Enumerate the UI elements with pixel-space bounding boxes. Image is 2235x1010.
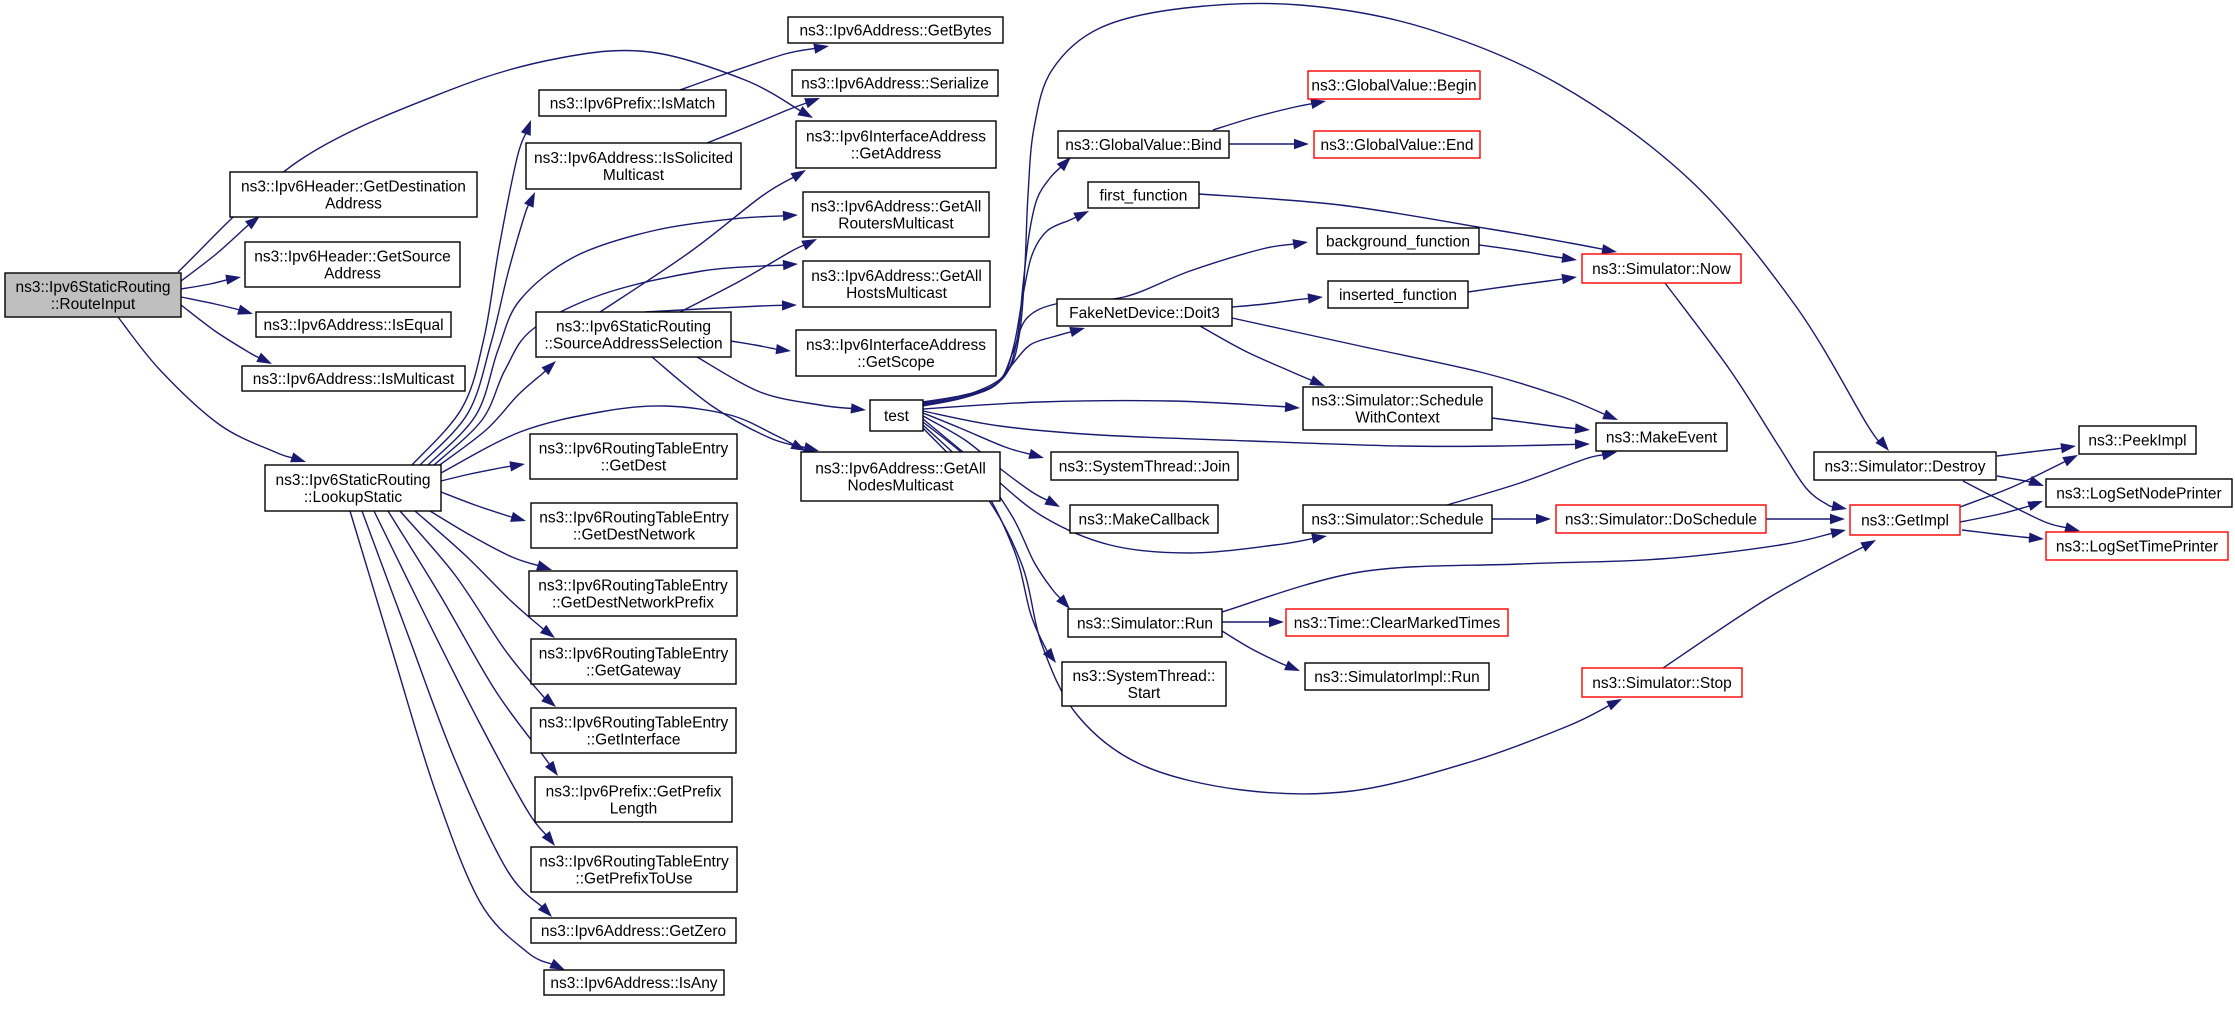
svg-text:ns3::Ipv6Prefix::IsMatch: ns3::Ipv6Prefix::IsMatch [550, 95, 715, 112]
svg-text:::LookupStatic: ::LookupStatic [304, 489, 402, 506]
svg-text:::GetScope: ::GetScope [857, 354, 935, 371]
svg-text:ns3::Ipv6Address::GetZero: ns3::Ipv6Address::GetZero [541, 923, 726, 940]
svg-text:::RouteInput: ::RouteInput [51, 296, 136, 313]
svg-text:ns3::Ipv6Header::GetSource: ns3::Ipv6Header::GetSource [254, 248, 450, 265]
svg-text:Address: Address [324, 265, 381, 282]
svg-text:ns3::Simulator::DoSchedule: ns3::Simulator::DoSchedule [1565, 511, 1757, 528]
svg-text:ns3::Ipv6RoutingTableEntry: ns3::Ipv6RoutingTableEntry [539, 509, 729, 526]
svg-text:ns3::Ipv6Address::IsAny: ns3::Ipv6Address::IsAny [550, 975, 717, 992]
svg-text:Length: Length [610, 800, 657, 817]
svg-text:ns3::PeekImpl: ns3::PeekImpl [2088, 432, 2186, 449]
svg-text:ns3::Ipv6RoutingTableEntry: ns3::Ipv6RoutingTableEntry [539, 645, 729, 662]
svg-text:ns3::Ipv6StaticRouting: ns3::Ipv6StaticRouting [556, 318, 711, 335]
svg-text:ns3::Ipv6RoutingTableEntry: ns3::Ipv6RoutingTableEntry [539, 440, 729, 457]
svg-text:ns3::Ipv6Prefix::GetPrefix: ns3::Ipv6Prefix::GetPrefix [546, 783, 722, 800]
svg-text:::SourceAddressSelection: ::SourceAddressSelection [544, 335, 722, 352]
svg-text:ns3::Simulator::Stop: ns3::Simulator::Stop [1592, 675, 1732, 692]
svg-text:RoutersMulticast: RoutersMulticast [838, 215, 954, 232]
svg-text:ns3::Time::ClearMarkedTimes: ns3::Time::ClearMarkedTimes [1294, 615, 1501, 632]
svg-text:::GetGateway: ::GetGateway [586, 662, 681, 679]
svg-text:ns3::Ipv6InterfaceAddress: ns3::Ipv6InterfaceAddress [806, 128, 986, 145]
svg-text:ns3::Simulator::Schedule: ns3::Simulator::Schedule [1311, 392, 1483, 409]
svg-text:::GetDestNetworkPrefix: ::GetDestNetworkPrefix [552, 594, 714, 611]
svg-text:ns3::Simulator::Schedule: ns3::Simulator::Schedule [1311, 511, 1483, 528]
svg-text:inserted_function: inserted_function [1339, 287, 1457, 304]
svg-text:Multicast: Multicast [603, 167, 665, 184]
svg-text:ns3::Ipv6RoutingTableEntry: ns3::Ipv6RoutingTableEntry [539, 714, 729, 731]
svg-text:ns3::SimulatorImpl::Run: ns3::SimulatorImpl::Run [1314, 669, 1479, 686]
svg-text:background_function: background_function [1326, 233, 1470, 250]
svg-text:Address: Address [325, 195, 382, 212]
svg-text:ns3::Ipv6Header::GetDestinatio: ns3::Ipv6Header::GetDestination [241, 178, 466, 195]
svg-text:ns3::LogSetTimePrinter: ns3::LogSetTimePrinter [2056, 538, 2218, 555]
svg-text:ns3::SystemThread::: ns3::SystemThread:: [1072, 668, 1215, 685]
svg-text:::GetPrefixToUse: ::GetPrefixToUse [575, 870, 692, 887]
svg-text:ns3::Ipv6Address::IsMulticast: ns3::Ipv6Address::IsMulticast [253, 371, 455, 388]
svg-text:ns3::Ipv6Address::GetAll: ns3::Ipv6Address::GetAll [811, 268, 982, 285]
svg-text:ns3::Ipv6RoutingTableEntry: ns3::Ipv6RoutingTableEntry [538, 577, 728, 594]
svg-text:ns3::GlobalValue::Begin: ns3::GlobalValue::Begin [1311, 77, 1476, 94]
svg-text:ns3::Simulator::Destroy: ns3::Simulator::Destroy [1824, 458, 1985, 475]
svg-text:ns3::Ipv6RoutingTableEntry: ns3::Ipv6RoutingTableEntry [539, 853, 729, 870]
svg-text:ns3::MakeCallback: ns3::MakeCallback [1079, 511, 1210, 528]
svg-text:ns3::Ipv6StaticRouting: ns3::Ipv6StaticRouting [275, 472, 430, 489]
svg-text:NodesMulticast: NodesMulticast [848, 477, 955, 494]
svg-text:ns3::MakeEvent: ns3::MakeEvent [1606, 429, 1718, 446]
svg-text:ns3::Ipv6Address::IsSolicited: ns3::Ipv6Address::IsSolicited [534, 150, 733, 167]
svg-text:ns3::Ipv6Address::GetAll: ns3::Ipv6Address::GetAll [815, 460, 986, 477]
svg-text:::GetDest: ::GetDest [601, 457, 667, 474]
svg-text:::GetInterface: ::GetInterface [587, 731, 681, 748]
svg-text:ns3::GetImpl: ns3::GetImpl [1861, 512, 1949, 529]
svg-text:test: test [884, 408, 910, 425]
svg-text:ns3::GlobalValue::Bind: ns3::GlobalValue::Bind [1065, 137, 1222, 154]
svg-text:::GetDestNetwork: ::GetDestNetwork [573, 526, 696, 543]
svg-text:first_function: first_function [1100, 187, 1188, 204]
svg-text:ns3::Ipv6InterfaceAddress: ns3::Ipv6InterfaceAddress [806, 337, 986, 354]
svg-text:ns3::Ipv6Address::Serialize: ns3::Ipv6Address::Serialize [801, 75, 989, 92]
svg-text:WithContext: WithContext [1355, 409, 1440, 426]
svg-text:ns3::Simulator::Run: ns3::Simulator::Run [1077, 615, 1213, 632]
svg-text:ns3::Ipv6Address::GetAll: ns3::Ipv6Address::GetAll [811, 198, 982, 215]
svg-text:ns3::SystemThread::Join: ns3::SystemThread::Join [1059, 458, 1230, 475]
svg-text:ns3::Ipv6StaticRouting: ns3::Ipv6StaticRouting [15, 279, 170, 296]
svg-text:ns3::Ipv6Address::GetBytes: ns3::Ipv6Address::GetBytes [799, 22, 991, 39]
svg-text:Start: Start [1128, 685, 1161, 702]
svg-text:ns3::Simulator::Now: ns3::Simulator::Now [1592, 261, 1731, 278]
svg-text:HostsMulticast: HostsMulticast [846, 285, 947, 302]
svg-text:::GetAddress: ::GetAddress [851, 145, 942, 162]
svg-text:ns3::LogSetNodePrinter: ns3::LogSetNodePrinter [2056, 485, 2221, 502]
svg-text:FakeNetDevice::Doit3: FakeNetDevice::Doit3 [1069, 305, 1220, 322]
svg-text:ns3::GlobalValue::End: ns3::GlobalValue::End [1320, 137, 1473, 154]
svg-text:ns3::Ipv6Address::IsEqual: ns3::Ipv6Address::IsEqual [263, 317, 443, 334]
